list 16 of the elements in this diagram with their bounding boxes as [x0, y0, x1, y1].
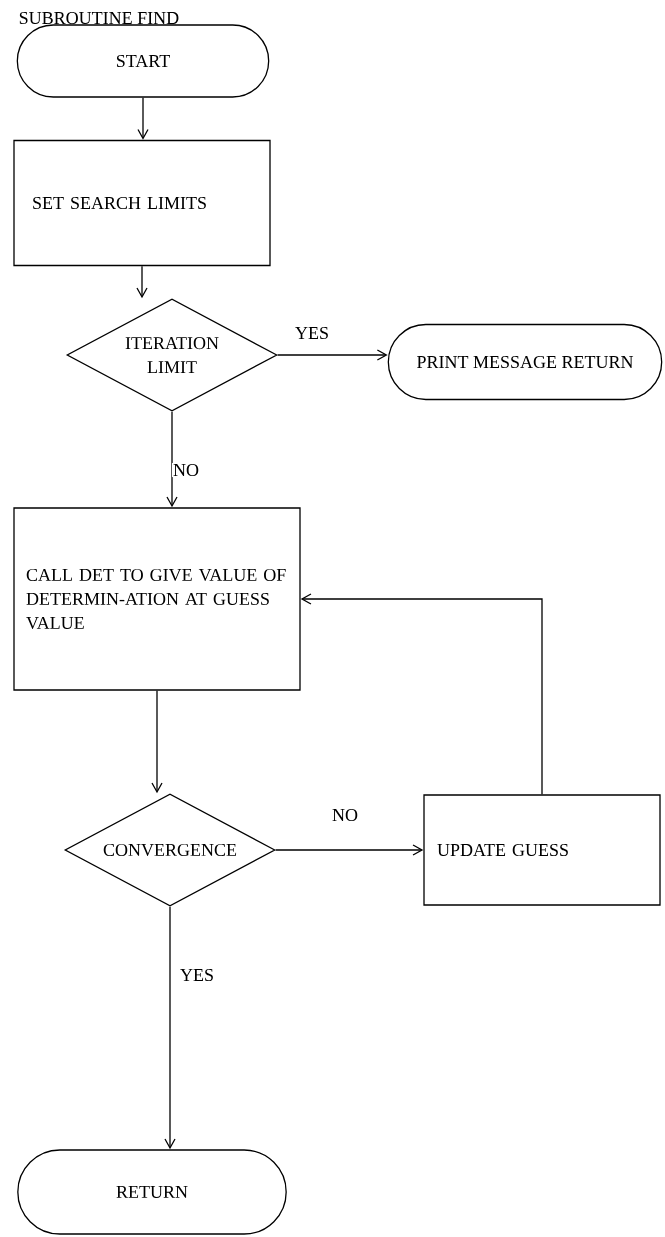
arrow [151, 690, 163, 794]
process-box: CALL DET TO GIVE VALUE OF DETERMIN-ATION AT GUESS VALUE [13, 507, 301, 691]
process-box: SET SEARCH LIMITS [13, 139, 271, 267]
edge-label: NO [172, 462, 200, 478]
edge-label: NO [331, 807, 359, 823]
arrow [136, 265, 148, 299]
process-box: UPDATE GUESS [423, 794, 661, 906]
arrow [300, 593, 543, 795]
heading: SUBROUTINE FIND [19, 11, 179, 25]
edge-label: YES [179, 967, 215, 983]
arrow [137, 97, 149, 140]
arrow [166, 411, 178, 508]
arrow [164, 906, 176, 1150]
arrow [277, 349, 388, 361]
edge-label: YES [294, 325, 330, 341]
arrow [275, 844, 424, 856]
